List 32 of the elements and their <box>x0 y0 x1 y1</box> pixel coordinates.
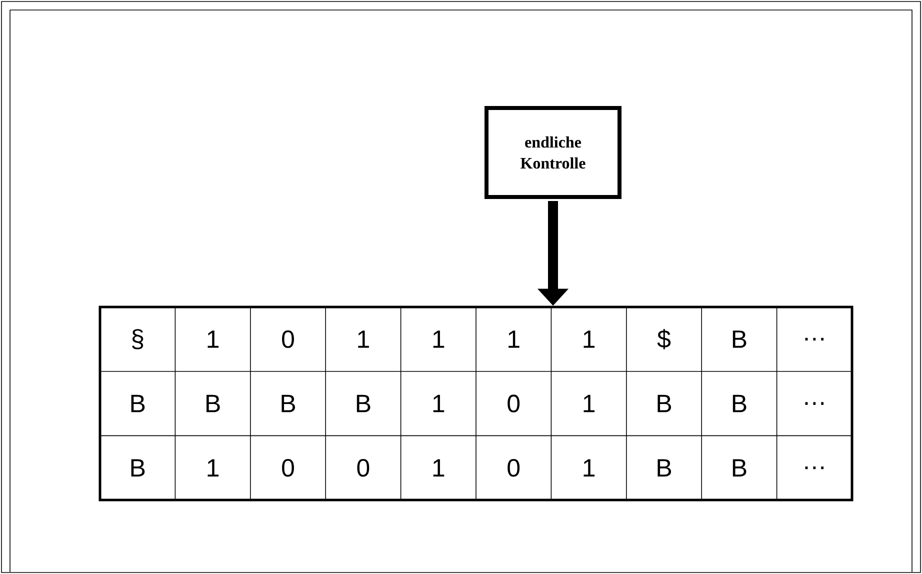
tape-symbol: 0 <box>357 459 370 477</box>
tape-symbol: § <box>132 329 144 350</box>
tape-symbol: B <box>131 394 145 412</box>
tape-symbol: 1 <box>433 394 444 412</box>
tape-symbol: B <box>732 459 746 476</box>
tape-symbol: 1 <box>584 459 595 476</box>
tape-symbol: B <box>658 459 672 476</box>
tape-symbol: B <box>282 394 296 412</box>
tape-symbol: 0 <box>282 330 294 348</box>
tape-symbol: B <box>131 459 145 476</box>
tape-symbol: 1 <box>433 330 444 348</box>
tape-symbol: … <box>805 466 824 470</box>
tape-symbol: 0 <box>508 459 520 477</box>
tape-symbol: B <box>732 330 746 348</box>
tape-symbol: 0 <box>508 394 520 412</box>
tape-symbol: $ <box>657 329 671 350</box>
tape-symbol: 1 <box>433 459 444 476</box>
tape-symbol: 0 <box>282 459 294 477</box>
tape-symbol: B <box>356 394 370 412</box>
tape-symbol: 1 <box>508 330 520 348</box>
tape-symbol: … <box>805 402 824 405</box>
tape-symbol: … <box>805 338 824 340</box>
control-box: endliche Kontrolle <box>484 106 622 199</box>
tape-symbol: B <box>658 394 672 412</box>
tape-symbol: B <box>732 394 746 412</box>
tape-table <box>98 306 854 502</box>
tape-symbol: 1 <box>208 459 219 476</box>
tape-symbol: 1 <box>208 330 219 348</box>
tape-symbol: 1 <box>358 330 369 348</box>
tape-symbol: 1 <box>584 394 595 412</box>
tape-symbol: 1 <box>584 330 595 348</box>
tape-symbol: B <box>206 394 220 412</box>
